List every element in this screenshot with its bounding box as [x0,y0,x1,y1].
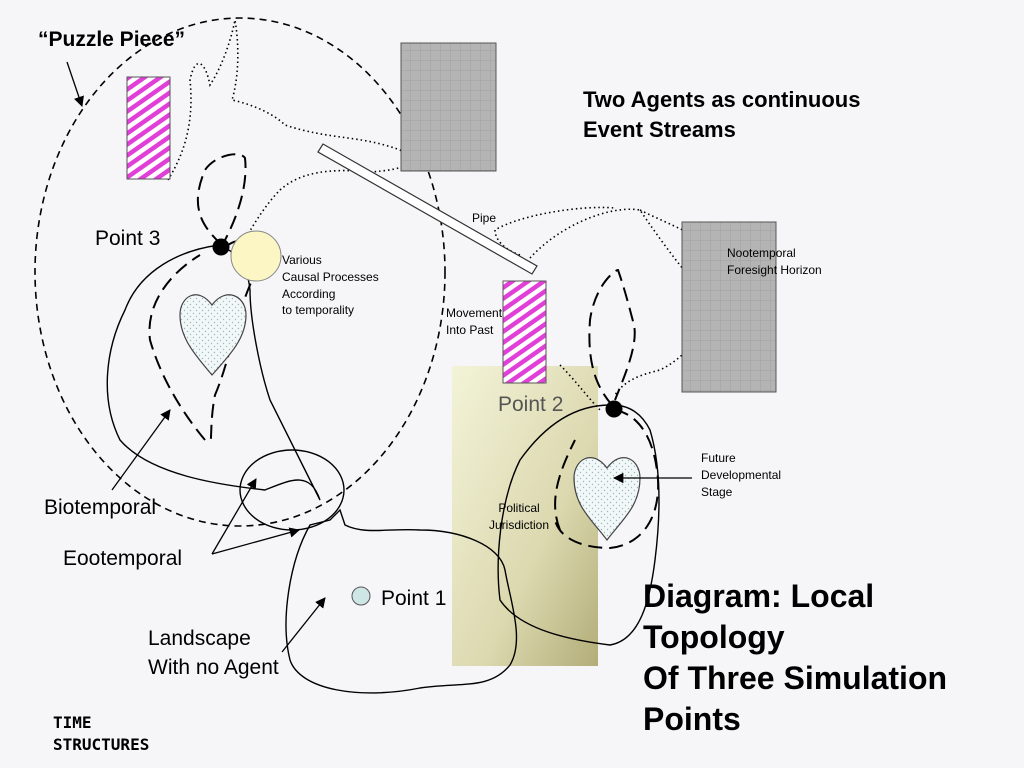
landscape-arrow [281,597,326,653]
puzzle-piece-arrow [66,61,84,107]
future-line1: Future [701,451,736,465]
causal-processes-line2: Causal Processes [282,269,379,284]
causal-processes-line3: According [282,286,336,301]
landscape-line2: With no Agent [148,656,279,680]
point3-label: Point 3 [95,227,161,250]
biotemporal-loop [106,244,321,501]
eootemporal-arrow-lower [211,527,301,555]
movement-line1: Movement [446,306,503,320]
point2-label: Point 2 [498,393,564,416]
biotemporal-label: Biotemporal [44,496,157,519]
puzzle-piece-boundary [34,17,446,527]
political-jurisdiction-label: Political Jurisdiction [489,500,549,534]
two-agents-line2: Event Streams [583,116,736,142]
puzzle-piece-label: “Puzzle Piece” [38,28,186,51]
future-stage-label: Future Developmental Stage [701,450,781,500]
nootemporal-line2: Foresight Horizon [727,262,822,277]
agent2-organic-loop [497,404,660,646]
causal-processes-line1: Various [282,253,322,267]
heart-agent3 [179,294,247,376]
causal-processes-label: Various Causal Processes According to te… [282,252,379,319]
political-jurisdiction-region [452,366,598,666]
nootemporal-line1: Nootemporal [727,246,796,260]
diagram-title-line3: Of Three Simulation [643,659,948,696]
landscape-label: Landscape With no Agent [148,624,279,683]
gray-block-agent3 [400,42,497,172]
magenta-bar-agent2 [502,280,547,384]
eootemporal-arrow-upper [211,478,257,555]
eootemporal-ellipse [239,449,345,531]
causal-processes-circle [230,230,282,282]
two-agents-line1: Two Agents as continuous [583,87,861,112]
two-agents-heading: Two Agents as continuous Event Streams [583,85,860,144]
landscape-line1: Landscape [148,627,251,650]
gray-block-nootemporal [681,221,777,393]
time-structures-label: TIME STRUCTURES [53,712,149,757]
point1-label: Point 1 [381,587,447,610]
diagram-title-line4: Points [643,700,741,737]
time-structures-line1: TIME [53,713,92,732]
agent2-dashed-shape [554,268,660,550]
landscape-no-agent-outline [285,508,518,694]
future-line2: Developmental [701,467,782,482]
movement-into-past-label: Movement Into Past [446,305,502,339]
eootemporal-label: Eootemporal [63,547,183,570]
movement-line2: Into Past [446,322,494,337]
causal-processes-line4: to temporality [282,303,355,318]
pipe-connector [317,143,538,275]
future-line3: Stage [701,484,733,499]
point2-marker [605,400,623,418]
point3-marker [212,238,230,256]
time-structures-line2: STRUCTURES [53,735,150,755]
diagram-title: Diagram: Local Topology Of Three Simulat… [643,576,947,740]
diagram-title-line1: Diagram: Local [643,578,875,614]
agent1-event-stream-outline [167,19,409,241]
magenta-bar-agent3 [126,76,171,180]
point1-marker [351,586,371,606]
nootemporal-label: Nootemporal Foresight Horizon [727,245,822,279]
diagram-title-line2: Topology [643,618,785,655]
political-line2: Jurisdiction [489,517,550,532]
political-line1: Political [498,501,540,515]
pipe-label: Pipe [472,211,497,225]
biotemporal-arrow [111,409,171,491]
